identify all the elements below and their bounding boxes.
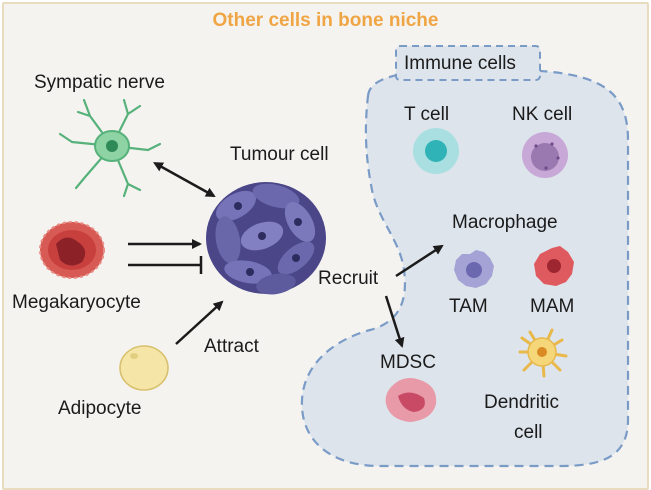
nerve-tumour-arrow bbox=[153, 162, 216, 198]
immune-cells-label: Immune cells bbox=[404, 53, 516, 74]
macrophage-label: Macrophage bbox=[452, 212, 558, 233]
adipocyte-attract-arrow bbox=[175, 300, 224, 345]
dendritic-cell-icon bbox=[518, 328, 568, 378]
tumour-cell-label: Tumour cell bbox=[230, 144, 329, 165]
megakaryocyte-icon bbox=[39, 221, 105, 279]
adipocyte-icon bbox=[119, 345, 169, 391]
diagram-title: Other cells in bone niche bbox=[212, 10, 439, 31]
recruit-mdsc-arrow bbox=[384, 295, 405, 348]
tumour-cell-cluster-icon bbox=[206, 182, 326, 295]
sympathetic-nerve-label: Sympatic nerve bbox=[34, 72, 165, 93]
adipocyte-label: Adipocyte bbox=[58, 398, 142, 419]
t-cell-label: T cell bbox=[404, 104, 450, 125]
mdsc-icon bbox=[385, 378, 437, 422]
recruit-macrophage-arrow bbox=[395, 244, 444, 278]
recruit-label: Recruit bbox=[318, 268, 379, 289]
t-cell-icon bbox=[413, 128, 459, 174]
nk-cell-icon bbox=[522, 132, 568, 178]
tam-label: TAM bbox=[449, 296, 488, 317]
attract-label: Attract bbox=[204, 336, 259, 357]
mam-macrophage-icon bbox=[534, 246, 574, 286]
dendritic-cell-label-line1: Dendritic bbox=[484, 392, 559, 413]
mam-label: MAM bbox=[530, 296, 575, 317]
immune-cells-label-box bbox=[395, 45, 541, 81]
nk-cell-label: NK cell bbox=[512, 104, 573, 125]
sympathetic-nerve-icon bbox=[58, 98, 162, 198]
megakaryocyte-label: Megakaryocyte bbox=[12, 292, 141, 313]
tam-macrophage-icon bbox=[454, 250, 494, 288]
mdsc-label: MDSC bbox=[380, 352, 436, 373]
dendritic-cell-label-line2: cell bbox=[514, 422, 543, 443]
